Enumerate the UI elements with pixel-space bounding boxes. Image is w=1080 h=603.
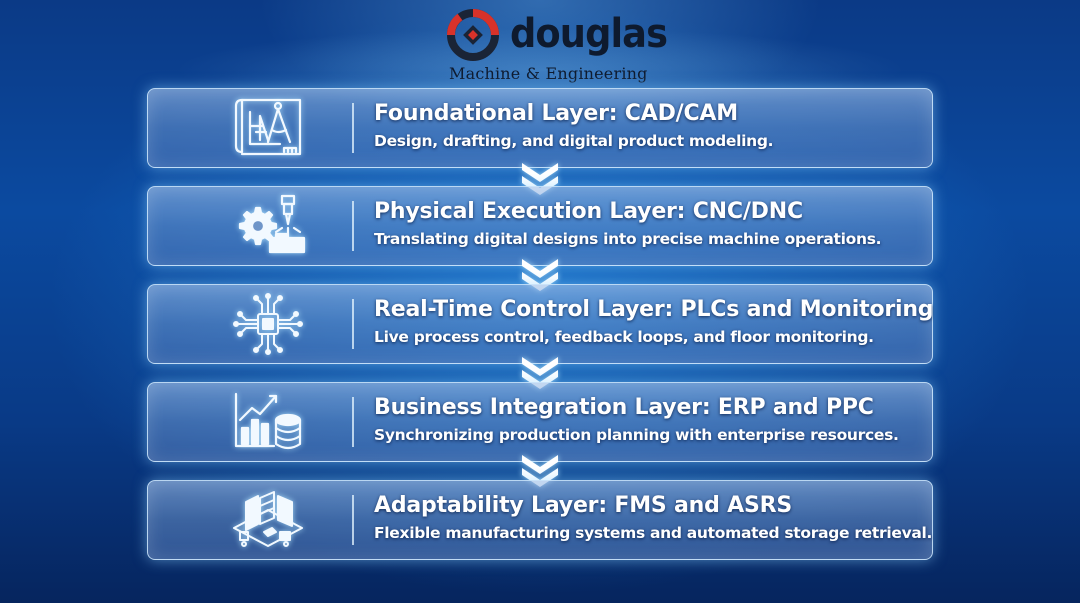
douglas-logo-mark-icon [447, 9, 499, 61]
chip-circuit-icon [233, 293, 303, 355]
divider [352, 103, 354, 153]
layer-description: Synchronizing production planning with e… [374, 426, 899, 444]
layer-description: Live process control, feedback loops, an… [374, 328, 874, 346]
blueprint-compass-icon [234, 98, 302, 156]
layer-title: Physical Execution Layer: CNC/DNC [374, 199, 803, 224]
layer-card-cad-cam: Foundational Layer: CAD/CAM Design, draf… [147, 88, 933, 168]
divider [352, 495, 354, 545]
layer-card-erp-ppc: Business Integration Layer: ERP and PPC … [147, 382, 933, 462]
layer-description: Translating digital designs into precise… [374, 230, 882, 248]
layer-card-fms-asrs: Adaptability Layer: FMS and ASRS Flexibl… [147, 480, 933, 560]
layer-title: Adaptability Layer: FMS and ASRS [374, 493, 792, 518]
brand-name: douglas [510, 11, 668, 57]
divider [352, 201, 354, 251]
brand-logo: douglas Machine & Engineering [446, 8, 668, 86]
layer-description: Design, drafting, and digital product mo… [374, 132, 774, 150]
layer-title: Real-Time Control Layer: PLCs and Monito… [374, 297, 934, 322]
layer-title: Foundational Layer: CAD/CAM [374, 101, 738, 126]
cnc-machine-icon [238, 194, 306, 254]
brand-tagline: Machine & Engineering [449, 64, 648, 83]
divider [352, 397, 354, 447]
divider [352, 299, 354, 349]
layer-title: Business Integration Layer: ERP and PPC [374, 395, 874, 420]
chart-database-icon [234, 392, 302, 450]
layer-card-plc-monitoring: Real-Time Control Layer: PLCs and Monito… [147, 284, 934, 364]
layer-card-cnc-dnc: Physical Execution Layer: CNC/DNC Transl… [147, 186, 933, 266]
warehouse-automation-icon [233, 491, 303, 547]
layer-description: Flexible manufacturing systems and autom… [374, 524, 933, 542]
